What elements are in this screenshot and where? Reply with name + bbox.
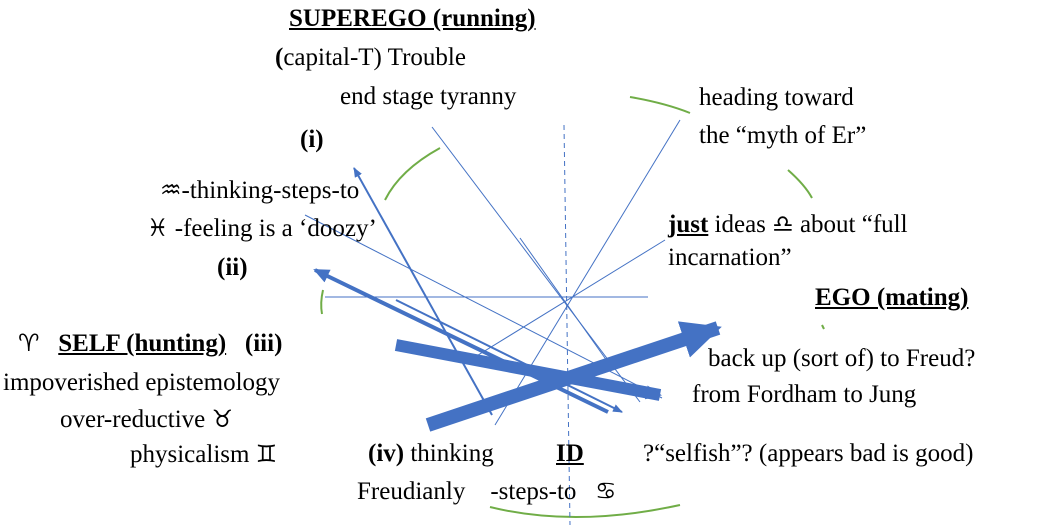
- taurus-icon: ♉: [211, 405, 234, 433]
- superego-trouble-text: capital-T) Trouble: [283, 44, 466, 71]
- aquarius-line: ♒-thinking-steps-to: [160, 175, 359, 206]
- superego-paren: (: [275, 44, 284, 71]
- pisces-text: -feeling is a ‘doozy’: [168, 215, 377, 242]
- self-title-line: ♈ SELF (hunting) (iii): [18, 328, 282, 359]
- superego-title: SUPEREGO (running): [289, 5, 536, 32]
- diagonal-right-upper: [469, 239, 666, 361]
- id-thinking-text: thinking: [404, 440, 494, 467]
- id-freudianly-line: Freudianly -steps-to ♋: [357, 476, 617, 507]
- myth-line-2: the “myth of Er”: [699, 122, 867, 149]
- arrow-to-i: [353, 167, 493, 416]
- diagonal-lower: [519, 237, 613, 369]
- numeral-iii: (iii): [244, 330, 283, 357]
- green-circle-arcs: [320, 96, 825, 518]
- libra-line: just ideas ♎ about “full: [668, 209, 908, 240]
- superego-tyranny-line: end stage tyranny: [340, 83, 517, 110]
- arc-bottom: [489, 504, 681, 518]
- id-thinking-line: (iv) thinking: [368, 439, 494, 469]
- arc-right-upper: [787, 169, 813, 199]
- just-word: just: [668, 211, 709, 238]
- pisces-line: ♓ -feeling is a ‘doozy’: [147, 213, 377, 244]
- arrow-to-bottom: [395, 299, 623, 413]
- numeral-iv: (iv): [368, 440, 405, 467]
- self-physicalism-line: physicalism ♊: [130, 439, 277, 470]
- vertical-dashed-axis: [563, 124, 571, 526]
- aquarius-icon: ♒: [160, 176, 182, 204]
- self-reductive-text: over-reductive: [60, 406, 212, 433]
- libra-rest: about “full: [793, 211, 908, 238]
- myth-line-1: heading toward: [699, 84, 854, 111]
- id-freudianly-text: Freudianly -steps-to: [357, 478, 577, 505]
- self-epistemology-line: impoverished epistemology: [3, 369, 281, 396]
- arrow-id-to-ego: [425, 321, 722, 432]
- arrow-to-ii: [313, 268, 609, 414]
- self-title: SELF (hunting): [58, 330, 227, 357]
- ego-title: EGO (mating): [815, 284, 969, 311]
- ego-freud-line: back up (sort of) to Freud?: [708, 345, 976, 372]
- pisces-icon: ♓: [147, 214, 169, 242]
- diagonal-top-left: [431, 126, 641, 403]
- self-reductive-line: over-reductive ♉: [60, 404, 233, 435]
- arc-left: [320, 289, 324, 315]
- ego-fordham-line: from Fordham to Jung: [692, 381, 917, 408]
- incarnation-line: incarnation”: [668, 244, 792, 271]
- arrows: [313, 167, 722, 432]
- ideas-word: ideas: [708, 211, 773, 238]
- numeral-i: (i): [300, 126, 324, 153]
- aries-icon: ♈: [18, 329, 40, 357]
- arc-top-left: [384, 147, 441, 201]
- id-title: ID: [556, 440, 584, 467]
- libra-icon: ♎: [772, 210, 794, 238]
- id-selfish-line: ?“selfish”? (appears bad is good): [643, 440, 974, 467]
- arrow-self-to-fordham: [394, 339, 662, 401]
- gemini-icon: ♊: [255, 440, 278, 468]
- self-physicalism-text: physicalism: [130, 441, 256, 468]
- arc-top-right: [629, 96, 691, 114]
- aquarius-text: -thinking-steps-to: [181, 177, 360, 204]
- numeral-ii: (ii): [217, 254, 248, 281]
- cancer-icon: ♋: [595, 477, 617, 505]
- arc-right-tick: [821, 324, 825, 330]
- superego-trouble-line: (capital-T) Trouble: [275, 43, 466, 73]
